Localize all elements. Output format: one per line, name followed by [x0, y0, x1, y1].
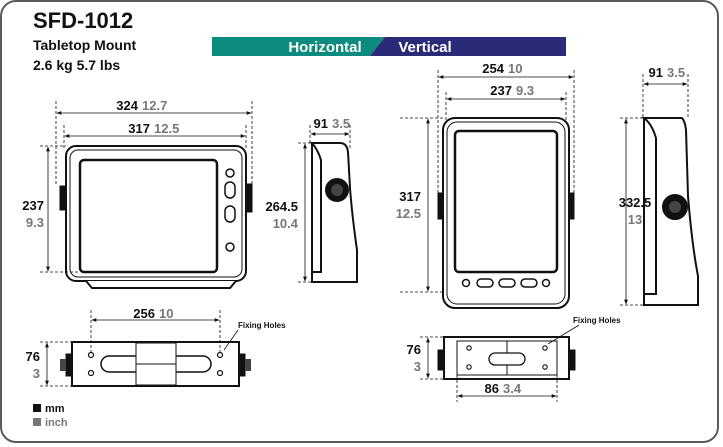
banner-horizontal-label: Horizontal: [288, 39, 361, 56]
horizontal-right-knob: [245, 183, 253, 213]
h-depth-in: 3.5: [332, 116, 350, 131]
h-bracket-height-in: 3: [33, 366, 40, 381]
h-width-inner-mm: 317: [128, 121, 150, 136]
h-fixing-hole-4: [216, 369, 224, 377]
legend-mm-swatch: [33, 404, 41, 412]
v-height-mm: 317: [399, 189, 421, 204]
v-bracket-height-mm: 76: [407, 342, 421, 357]
banner-vertical-bg: [370, 37, 566, 56]
v-height-in: 12.5: [396, 206, 421, 221]
horizontal-side-view: [309, 142, 358, 283]
h-side-height-mm: 264.5: [265, 199, 298, 214]
legend-inch-swatch: [33, 418, 41, 426]
horizontal-bracket: [60, 341, 251, 387]
v-side-height-in: 13: [628, 212, 642, 227]
v-depth-mm: 91: [649, 65, 663, 80]
vertical-bracket: [437, 336, 576, 380]
horizontal-key-oval-1: [224, 181, 236, 199]
h-bracket-height-mm: 76: [26, 349, 40, 364]
v-width-outer-in: 10: [508, 61, 522, 76]
h-fixing-holes-label: Fixing Holes: [238, 321, 286, 330]
v-width-inner-in: 9.3: [516, 83, 534, 98]
mount-type: Tabletop Mount: [33, 37, 137, 53]
h-depth-mm: 91: [314, 116, 328, 131]
h-bracket-holes-mm: 256: [133, 306, 155, 321]
v-bracket-holes-in: 3.4: [503, 381, 522, 396]
weight-label: 2.6 kg 5.7 lbs: [33, 57, 121, 73]
v-fixing-holes-label: Fixing Holes: [573, 316, 621, 325]
legend-mm-label: mm: [45, 403, 65, 415]
h-height-mm: 237: [22, 198, 44, 213]
v-bracket-height-in: 3: [414, 359, 421, 374]
horizontal-left-knob: [59, 185, 67, 211]
v-side-height-mm: 332.5: [619, 195, 652, 210]
model-title: SFD-1012: [33, 8, 134, 33]
h-side-height-in: 10.4: [273, 216, 299, 231]
h-fixing-hole-3: [216, 351, 224, 359]
v-depth-in: 3.5: [667, 65, 685, 80]
vertical-side-view: [641, 117, 699, 306]
h-width-outer-mm: 324: [116, 98, 138, 113]
horizontal-key-circle: [225, 168, 235, 178]
horizontal-key-bottom: [225, 242, 235, 252]
v-bracket-holes-mm: 86: [485, 381, 499, 396]
h-width-outer-in: 12.7: [142, 98, 167, 113]
h-fixing-hole-1: [87, 351, 95, 359]
horizontal-key-oval-2: [224, 205, 236, 223]
v-width-outer-mm: 254: [482, 61, 504, 76]
vertical-front-view: [437, 117, 575, 309]
orientation-banner: Horizontal Vertical: [212, 37, 566, 56]
horizontal-front-view: [59, 145, 253, 289]
banner-horizontal-bg: [212, 37, 385, 56]
h-height-in: 9.3: [26, 215, 44, 230]
h-bracket-holes-in: 10: [159, 306, 173, 321]
v-width-inner-mm: 237: [490, 83, 512, 98]
legend-inch-label: inch: [45, 417, 68, 429]
units-legend: mm inch: [33, 403, 68, 429]
banner-vertical-label: Vertical: [398, 39, 451, 56]
h-fixing-hole-2: [87, 369, 95, 377]
h-width-inner-in: 12.5: [154, 121, 179, 136]
